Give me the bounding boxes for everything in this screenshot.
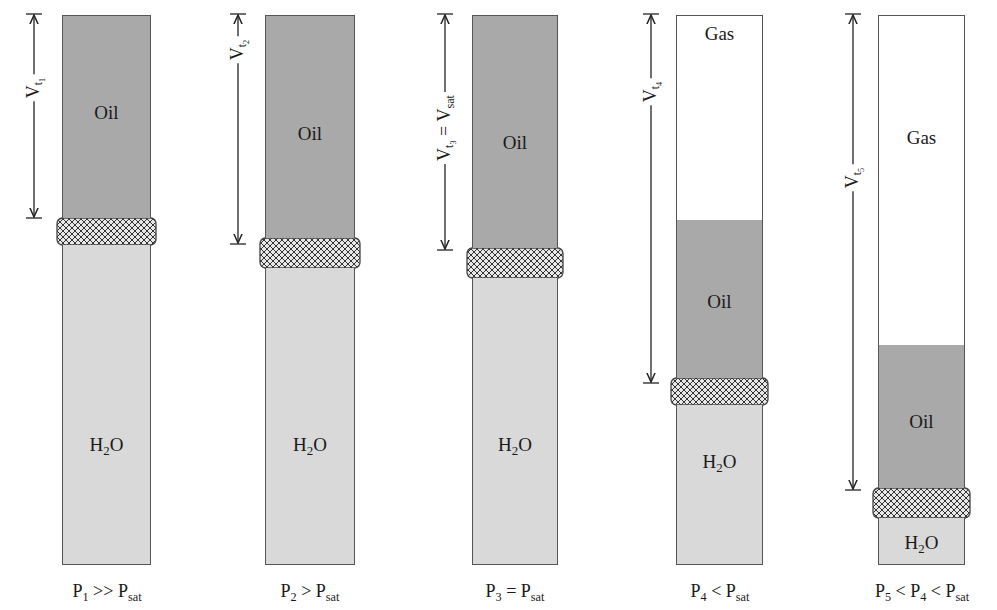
volume-label: Vt3 = Vsat <box>433 92 456 164</box>
volume-label: Vt5 <box>841 165 864 192</box>
fluid-region: Oil <box>62 15 151 218</box>
fluid-region: Oil <box>676 220 763 378</box>
volume-label: Vt1 <box>22 75 45 102</box>
pressure-label: P5 < P4 < Psat <box>872 580 972 603</box>
fluid-region: H2O <box>265 268 355 565</box>
dimension-line <box>643 382 659 383</box>
volume-label: Vt4 <box>639 79 662 106</box>
dimension-line <box>26 13 42 14</box>
fluid-name: Oil <box>677 291 762 313</box>
mercury-band <box>671 378 768 405</box>
dimension-line <box>230 243 246 244</box>
dimension-line <box>437 13 453 14</box>
pressure-label: P3 = Psat <box>483 580 548 603</box>
fluid-name: Gas <box>879 127 964 149</box>
dimension-line <box>26 217 42 218</box>
fluid-region: H2O <box>472 278 558 565</box>
dimension-line <box>230 13 246 14</box>
dimension-line <box>437 249 453 250</box>
fluid-name: Oil <box>879 411 964 433</box>
fluid-region: H2O <box>676 405 763 565</box>
fluid-region: Gas <box>676 15 763 220</box>
dimension-line <box>33 15 34 217</box>
dimension-line <box>852 15 853 489</box>
fluid-region: Oil <box>265 15 355 238</box>
fluid-name: H2O <box>473 434 557 456</box>
fluid-name: H2O <box>266 434 354 456</box>
pressure-label: P2 > Psat <box>278 580 343 603</box>
dimension-line <box>845 13 861 14</box>
fluid-name: Oil <box>266 123 354 145</box>
fluid-region: Oil <box>472 15 558 248</box>
fluid-region: H2O <box>62 245 151 565</box>
mercury-band <box>467 248 563 278</box>
mercury-band <box>873 488 970 518</box>
fluid-region: Oil <box>878 345 965 488</box>
fluid-name: H2O <box>879 532 964 554</box>
dimension-line <box>650 15 651 382</box>
mercury-band <box>57 218 156 245</box>
fluid-region: Gas <box>878 15 965 345</box>
fluid-region: H2O <box>878 518 965 565</box>
fluid-name: H2O <box>63 434 150 456</box>
fluid-name: Gas <box>677 23 762 45</box>
mercury-band <box>260 238 360 268</box>
volume-label: Vt2 <box>226 37 249 64</box>
fluid-name: Oil <box>63 102 150 124</box>
pressure-label: P4 < Psat <box>688 580 753 603</box>
fluid-name: H2O <box>677 451 762 473</box>
pressure-label: P1 >> Psat <box>69 580 144 603</box>
dimension-line <box>643 13 659 14</box>
dimension-line <box>845 489 861 490</box>
fluid-name: Oil <box>473 132 557 154</box>
